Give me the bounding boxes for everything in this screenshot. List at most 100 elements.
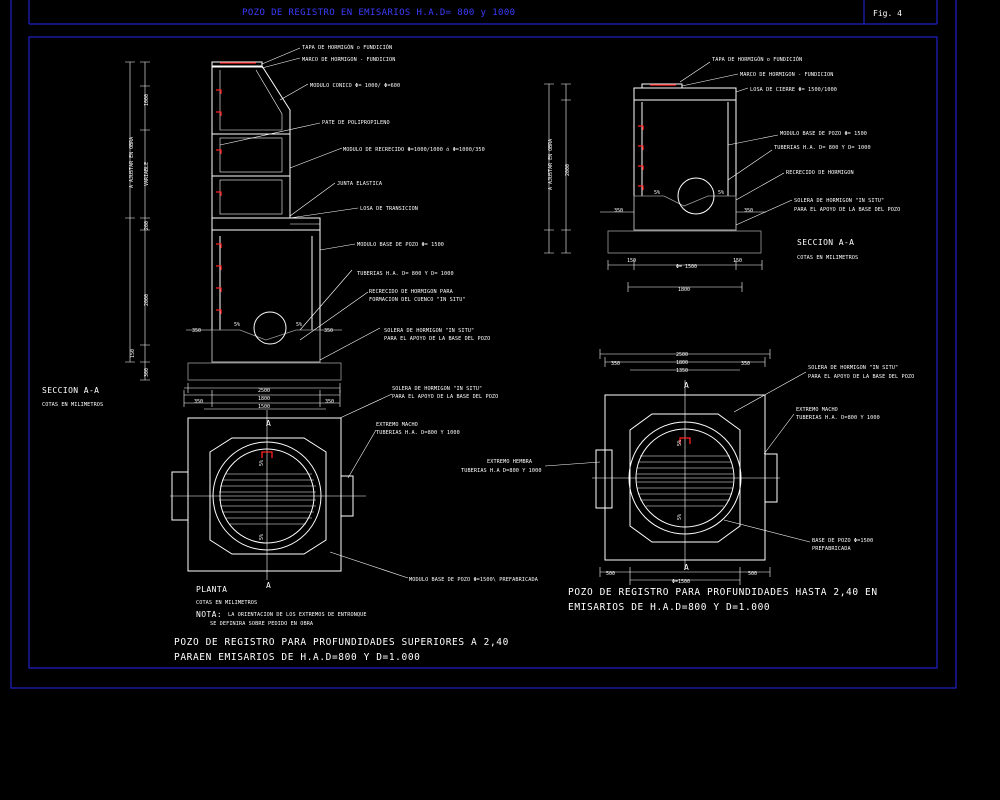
label-pate: PATE DE POLIPROPILENO	[322, 120, 390, 126]
dim-variable: VARIABLE	[144, 162, 150, 186]
rp-label-macho-2: TUBERIAS H.A. D=800 Y 1000	[796, 415, 880, 421]
r-label-recrecido: RECRECIDO DE HORMIGON	[786, 170, 854, 176]
lp-label-solera-1: SOLERA DE HORMIGON "IN SITU"	[392, 386, 482, 392]
rp-dim-350-right: 350	[741, 361, 750, 367]
rp-label-base-2: PREFABRICADA	[812, 546, 851, 552]
rp-label-hembra-2: TUBERIAS H.A D=800 Y 1000	[461, 468, 542, 474]
r-label-solera-2: PARA EL APOYO DE LA BASE DEL POZO	[794, 207, 900, 213]
rp-dim-1800: 1800	[676, 360, 688, 366]
rp-label-base-1: BASE DE POZO Φ=1500	[812, 538, 873, 544]
slope-left: 5%	[234, 322, 240, 328]
left-title-line-2: PARAEN EMISARIOS DE H.A.D=800 Y D=1.000	[174, 652, 420, 663]
rp-dim-500-right: 500	[748, 571, 757, 577]
rp-label-solera-1: SOLERA DE HORMIGON "IN SITU"	[808, 365, 898, 371]
rp-dim-500-left: 500	[606, 571, 615, 577]
label-recrecido: MODULO DE RECRECIDO Φ=1000/1000 ó Φ=1000…	[343, 146, 485, 153]
right-section-units: COTAS EN MILIMETROS	[797, 255, 858, 261]
label-solera-1: SOLERA DE HORMIGON "IN SITU"	[384, 328, 474, 334]
rp-slope-bottom: 5%	[677, 514, 683, 520]
left-section-caption: SECCION A-A	[42, 386, 99, 395]
label-solera-2: PARA EL APOYO DE LA BASE DEL POZO	[384, 336, 490, 342]
right-section-labels: TAPA DE HORMIGÓN o FUNDICIÓN MARCO DE HO…	[548, 56, 900, 293]
left-section-labels: TAPA DE HORMIGÓN o FUNDICIÓN MARCO DE HO…	[42, 44, 490, 408]
sheet-frame	[10, 0, 957, 689]
right-plan-labels: 2500 1800 1350 350 350 500 500 Φ=1500 A …	[461, 352, 914, 613]
lp-section-a-bottom: A	[266, 581, 271, 590]
lp-dim-2500: 2500	[258, 388, 270, 394]
lp-slope-bottom: 5%	[259, 534, 265, 540]
lp-label-extremo-2: TUBERIAS H.A. D=800 Y 1000	[376, 430, 460, 436]
r-label-marco: MARCO DE HORMIGON - FUNDICION	[740, 72, 833, 78]
right-title-line-1: POZO DE REGISTRO PARA PROFUNDIDADES HAST…	[568, 587, 878, 598]
rp-dim-1350: 1350	[676, 368, 688, 374]
dim-350-left: 350	[192, 328, 201, 334]
right-section-drawing	[544, 61, 793, 292]
lp-dim-1500: 1500	[258, 404, 270, 410]
slope-right: 5%	[296, 322, 302, 328]
left-section-units: COTAS EN MILIMETROS	[42, 402, 103, 408]
lp-slope-top: 5%	[259, 460, 265, 466]
r-dim-350-left: 350	[614, 208, 623, 214]
sheet-title: POZO DE REGISTRO EN EMISARIOS H.A.D= 800…	[242, 8, 515, 18]
dim-2000: 2000	[144, 294, 150, 306]
dim-150: 150	[130, 349, 136, 358]
r-dim-ajustar: A AJUSTAR EN OBRA	[548, 139, 554, 190]
rp-slope-top: 5%	[677, 440, 683, 446]
dim-ajustar: A AJUSTAR EN OBRA	[129, 137, 135, 188]
label-tapa: TAPA DE HORMIGÓN o FUNDICIÓN	[302, 44, 392, 51]
lp-dim-350-right: 350	[325, 399, 334, 405]
label-conico: MODULO CONICO Φ= 1000/ Φ=600	[310, 83, 400, 89]
planta-caption: PLANTA	[196, 585, 227, 594]
rp-section-a-bottom: A	[684, 563, 689, 572]
rp-dim-2500: 2500	[676, 352, 688, 358]
label-base: MODULO BASE DE POZO Φ= 1500	[357, 242, 444, 248]
lp-label-extremo-1: EXTREMO MACHO	[376, 422, 418, 428]
nota-line-1: LA ORIENTACION DE LOS EXTREMOS DE ENTRON…	[228, 612, 367, 618]
lp-dim-1800: 1800	[258, 396, 270, 402]
dim-1000: 1000	[144, 94, 150, 106]
left-plan-labels: 2500 1800 1500 350 350 A A 5% 5% SOLERA …	[174, 386, 539, 663]
figure-number: Fig. 4	[873, 9, 902, 18]
label-junta: JUNTA ELASTICA	[337, 181, 383, 187]
right-title-line-2: EMISARIOS DE H.A.D=800 Y D=1.000	[568, 602, 770, 613]
rp-dim-350-left: 350	[611, 361, 620, 367]
dim-200: 200	[144, 221, 150, 230]
left-section-drawing	[125, 47, 381, 410]
lp-label-modulo: MODULO BASE DE POZO Φ=1500\ PREFABRICADA	[409, 577, 539, 583]
dim-350-right: 350	[324, 328, 333, 334]
r-slope-right: 5%	[718, 190, 724, 196]
r-label-solera-1: SOLERA DE HORMIGON "IN SITU"	[794, 198, 884, 204]
r-dim-phi1500: Φ= 1500	[676, 264, 697, 270]
r-label-tuberias: TUBERIAS H.A. D= 800 Y D= 1000	[774, 145, 871, 151]
lp-dim-350-left: 350	[194, 399, 203, 405]
left-plan-drawing	[170, 383, 409, 580]
rp-label-macho-1: EXTREMO MACHO	[796, 407, 838, 413]
r-dim-1800: 1800	[678, 287, 690, 293]
label-tuberias: TUBERIAS H.A. D= 800 Y D= 1000	[357, 271, 454, 277]
r-dim-150-left: 150	[627, 258, 636, 264]
r-label-base: MODULO BASE DE POZO Φ= 1500	[780, 131, 867, 137]
r-label-losa: LOSA DE CIERRE Φ= 1500/1000	[750, 87, 837, 93]
label-recrecido-horm-1: RECRECIDO DE HORMIGON PARA	[369, 289, 454, 295]
rp-dim-phi1500: Φ=1500	[672, 579, 690, 585]
label-losa: LOSA DE TRANSICION	[360, 206, 418, 212]
rp-label-solera-2: PARA EL APOYO DE LA BASE DEL POZO	[808, 374, 914, 380]
lp-label-solera-2: PARA EL APOYO DE LA BASE DEL POZO	[392, 394, 498, 400]
planta-units: COTAS EN MILIMETROS	[196, 600, 257, 606]
r-label-tapa: TAPA DE HORMIGÓN o FUNDICIÓN	[712, 56, 802, 63]
nota-line-2: SE DEFINIRA SOBRE PEDIDO EN OBRA	[210, 621, 314, 627]
lp-section-a-top: A	[266, 419, 271, 428]
rp-label-hembra-1: EXTREMO HEMBRA	[487, 459, 533, 465]
right-section-caption: SECCION A-A	[797, 238, 854, 247]
left-title-line-1: POZO DE REGISTRO PARA PROFUNDIDADES SUPE…	[174, 637, 509, 648]
r-slope-left: 5%	[654, 190, 660, 196]
label-marco: MARCO DE HORMIGON - FUNDICION	[302, 57, 395, 63]
r-dim-350-right: 350	[744, 208, 753, 214]
r-dim-150-right: 150	[733, 258, 742, 264]
label-recrecido-horm-2: FORMACION DEL CUENCO "IN SITU"	[369, 297, 466, 303]
r-dim-2000: 2000	[565, 164, 571, 176]
dim-300: 300	[144, 368, 150, 377]
rp-section-a-top: A	[684, 381, 689, 390]
right-plan-drawing	[544, 349, 811, 585]
